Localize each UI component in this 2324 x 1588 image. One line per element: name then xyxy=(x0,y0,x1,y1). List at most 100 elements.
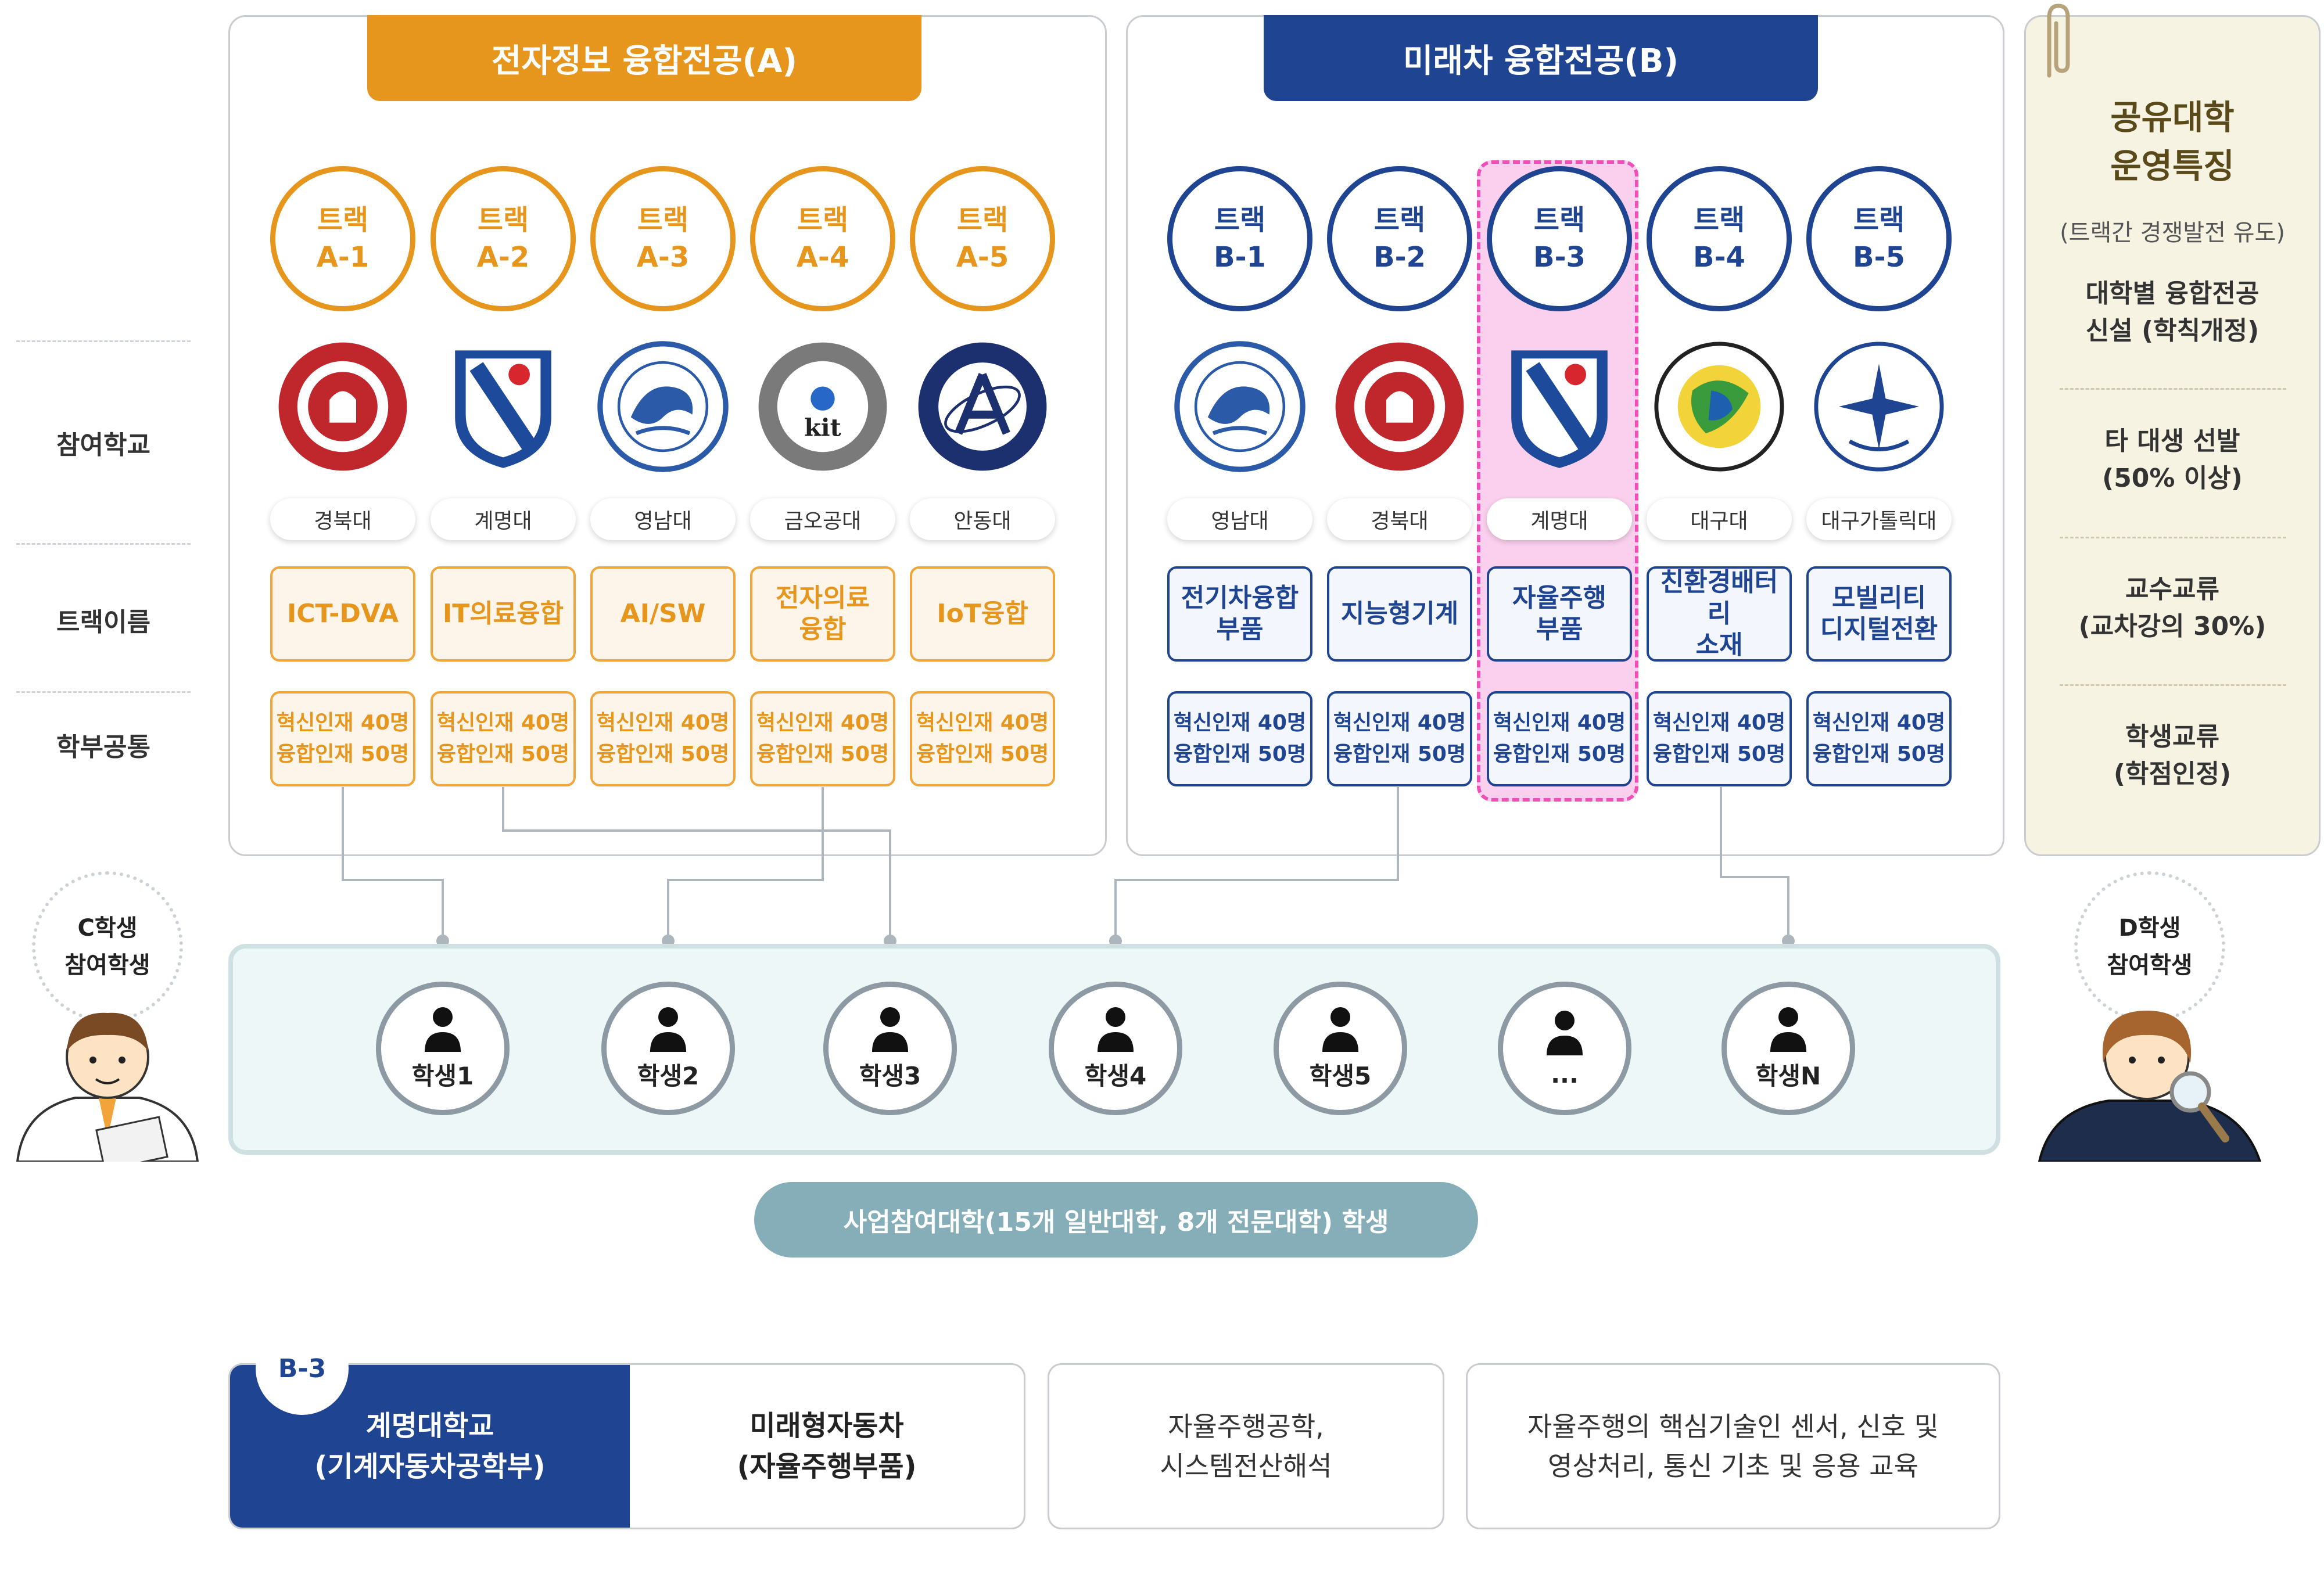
track-code: A-5 xyxy=(956,241,1009,274)
person-icon xyxy=(1322,1007,1358,1052)
student-label: 학생N xyxy=(1755,1061,1821,1090)
group-a-title: 전자정보 융합전공(A) xyxy=(367,15,921,101)
track-code: B-3 xyxy=(1533,241,1586,274)
student-2: 학생2 xyxy=(601,982,735,1115)
quota-innovative: 혁신인재 40명 xyxy=(276,711,410,735)
detail-description: 자율주행의 핵심기술인 센서, 신호 및 영상처리, 통신 기초 및 응용 교육 xyxy=(1466,1363,2000,1529)
quota-innovative: 혁신인재 40명 xyxy=(1333,711,1466,735)
yeungnam-logo xyxy=(1174,341,1306,472)
feature-item: 타 대생 선발 (50% 이상) xyxy=(2102,426,2243,493)
features-subtitle: (트랙간 경쟁발전 유도) xyxy=(2060,220,2285,246)
detail-badge: B-3 xyxy=(257,1323,347,1414)
keimyung-logo xyxy=(1511,350,1608,468)
track-code: B-2 xyxy=(1373,241,1426,274)
quota-convergence: 융합인재 50명 xyxy=(596,742,730,766)
track-b2-circle: 트랙 B-2 xyxy=(1327,166,1472,311)
quota-convergence: 융합인재 50명 xyxy=(436,742,570,766)
track-code: A-1 xyxy=(316,241,370,274)
feature-separator xyxy=(2060,537,2286,538)
kyungpook-logo xyxy=(1335,342,1464,471)
feature-item: 학생교류 (학점인정) xyxy=(2113,722,2232,789)
track-name: IT의료융합 xyxy=(431,566,576,662)
student-label: 학생1 xyxy=(411,1061,474,1090)
row-label-track-names: 트랙이름 xyxy=(56,608,150,637)
quota-innovative: 혁신인재 40명 xyxy=(756,711,890,735)
kit-logo: kit xyxy=(758,342,887,471)
track-label: 트랙 xyxy=(1533,204,1586,236)
andong-logo xyxy=(918,342,1047,471)
quota-convergence: 융합인재 50명 xyxy=(1333,742,1466,766)
track-name: IoT융합 xyxy=(910,566,1055,662)
feature-item: 교수교류 (교차강의 30%) xyxy=(2078,574,2266,641)
track-code: A-3 xyxy=(636,241,690,274)
participant-d-bubble: D학생 참여학생 xyxy=(2074,871,2225,1022)
kit-logo-text: kit xyxy=(804,414,841,442)
student-5: 학생5 xyxy=(1274,982,1407,1115)
quota-convergence: 융합인재 50명 xyxy=(1652,742,1786,766)
group-b-title: 미래차 융합전공(B) xyxy=(1264,15,1818,101)
student-label: 학생4 xyxy=(1084,1061,1147,1090)
track-b3-circle: 트랙 B-3 xyxy=(1487,166,1632,311)
student-1: 학생1 xyxy=(376,982,510,1115)
row-separator xyxy=(16,543,191,545)
track-label: 트랙 xyxy=(1853,204,1905,236)
row-label-schools: 참여학교 xyxy=(56,430,150,460)
kyungpook-logo xyxy=(278,342,407,471)
track-label: 트랙 xyxy=(477,204,529,236)
track-a5-circle: 트랙 A-5 xyxy=(910,166,1055,311)
feature-item: 대학별 융합전공 신설 (학칙개정) xyxy=(2085,279,2260,346)
person-icon xyxy=(425,1007,461,1052)
track-a2-circle: 트랙 A-2 xyxy=(431,166,576,311)
person-icon xyxy=(1770,1007,1806,1052)
track-label: 트랙 xyxy=(637,204,689,236)
track-label: 트랙 xyxy=(317,204,369,236)
quota-innovative: 혁신인재 40명 xyxy=(596,711,730,735)
school-name: 계명대 xyxy=(431,498,576,540)
yeungnam-logo xyxy=(597,341,729,472)
features-panel xyxy=(2024,15,2321,856)
student-ellipsis: ... xyxy=(1498,982,1631,1115)
person-icon xyxy=(650,1007,686,1052)
quota-convergence: 융합인재 50명 xyxy=(1493,742,1626,766)
student-label: 학생3 xyxy=(859,1061,921,1090)
track-label: 트랙 xyxy=(956,204,1009,236)
track-name: ICT-DVA xyxy=(270,566,415,662)
student-label: 학생2 xyxy=(637,1061,700,1090)
quota-convergence: 융합인재 50명 xyxy=(1173,742,1307,766)
quota-innovative: 혁신인재 40명 xyxy=(916,711,1049,735)
quota-innovative: 혁신인재 40명 xyxy=(436,711,570,735)
student-c-illustration xyxy=(16,1012,199,1162)
track-a1-circle: 트랙 A-1 xyxy=(270,166,415,311)
person-icon xyxy=(1098,1007,1134,1052)
participating-universities-pill: 사업참여대학(15개 일반대학, 8개 전문대학) 학생 xyxy=(754,1182,1478,1258)
student-n: 학생N xyxy=(1722,982,1855,1115)
track-label: 트랙 xyxy=(1693,204,1745,236)
student-label: 학생5 xyxy=(1309,1061,1372,1090)
track-name: 지능형기계 xyxy=(1327,566,1472,662)
row-label-common: 학부공통 xyxy=(56,732,150,762)
school-name: 계명대 xyxy=(1487,498,1632,540)
track-name: 전자의료 융합 xyxy=(750,566,895,662)
quota-convergence: 융합인재 50명 xyxy=(756,742,890,766)
student-d-illustration xyxy=(2038,1011,2262,1162)
track-code: A-4 xyxy=(796,241,849,274)
school-name: 영남대 xyxy=(1167,498,1312,540)
quota-innovative: 혁신인재 40명 xyxy=(1173,711,1307,735)
track-label: 트랙 xyxy=(1373,204,1426,236)
keimyung-logo xyxy=(455,350,551,468)
quota-convergence: 융합인재 50명 xyxy=(276,742,410,766)
track-code: A-2 xyxy=(476,241,530,274)
school-name: 대구가톨릭대 xyxy=(1806,498,1952,540)
detail-courses: 자율주행공학, 시스템전산해석 xyxy=(1048,1363,1444,1529)
quota-convergence: 융합인재 50명 xyxy=(916,742,1049,766)
quota-convergence: 융합인재 50명 xyxy=(1812,742,1946,766)
track-name: 친환경배터리 소재 xyxy=(1647,566,1792,662)
